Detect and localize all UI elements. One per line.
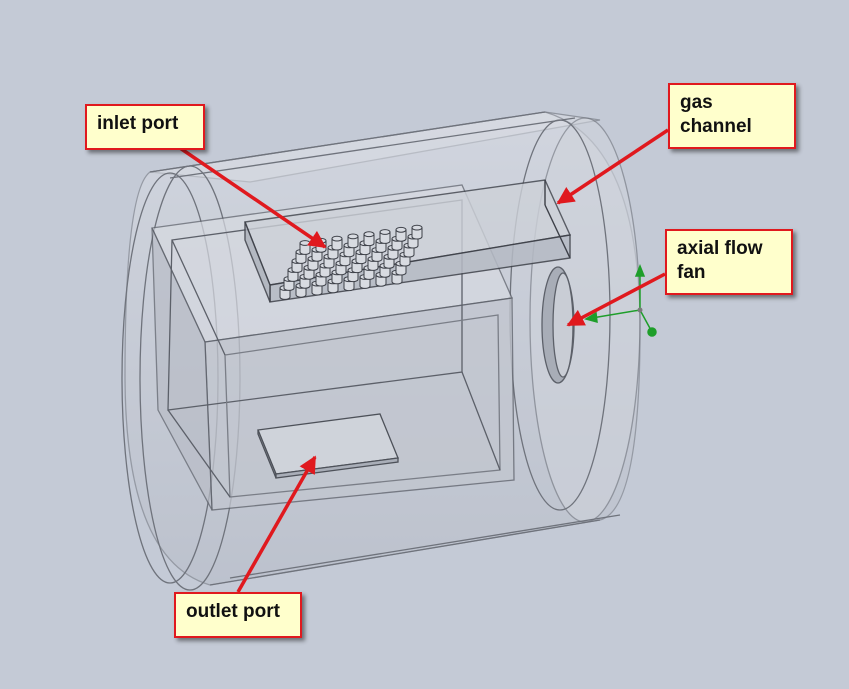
axial-fan-text-line2: fan xyxy=(677,262,706,283)
nozzle-cylinder xyxy=(359,277,371,289)
nozzle-cylinder xyxy=(403,245,415,258)
nozzle-cylinder xyxy=(363,268,375,280)
nozzle-cylinder-top xyxy=(347,233,359,240)
nozzle-cylinder xyxy=(347,236,359,249)
nozzle-cylinder xyxy=(303,267,315,280)
nozzle-cylinder xyxy=(311,283,323,296)
nozzle-cylinder-top xyxy=(395,226,407,233)
nozzle-cylinder xyxy=(355,252,367,265)
nozzle-cylinder xyxy=(367,259,379,271)
arrow-inlet-port xyxy=(179,146,327,249)
nozzle-cylinder xyxy=(391,272,403,285)
nozzle-cylinder xyxy=(295,252,307,264)
nozzle-cylinder xyxy=(319,265,331,278)
axial-fan-text-line1: axial flow xyxy=(677,238,763,259)
nozzle-cylinder xyxy=(391,238,403,251)
nozzle-cylinder xyxy=(383,256,395,269)
nozzle-cylinder xyxy=(339,254,351,267)
nozzle-cylinder xyxy=(395,229,407,242)
nozzle-cylinder xyxy=(287,270,299,282)
axial-fan-label: axial flow fan xyxy=(665,229,793,295)
nozzle-cylinder xyxy=(371,250,383,262)
nozzle-cylinder xyxy=(311,249,323,262)
nozzle-cylinder xyxy=(387,247,399,260)
nozzle-cylinder xyxy=(343,245,355,258)
gas-channel-text-line1: gas xyxy=(680,92,713,113)
nozzle-cylinder xyxy=(315,274,327,287)
outlet-port-label: outlet port xyxy=(174,592,302,638)
inlet-nozzle-array xyxy=(279,224,423,300)
nozzle-cylinder xyxy=(379,265,391,278)
gas-channel-label: gas channel xyxy=(668,83,796,149)
nozzle-cylinder xyxy=(327,247,339,260)
leader-arrows xyxy=(179,128,669,593)
outlet-port-text: outlet port xyxy=(186,601,280,622)
nozzle-cylinder xyxy=(375,241,387,253)
nozzle-cylinder xyxy=(379,232,391,244)
axial-fan-body xyxy=(541,266,575,384)
nozzle-cylinder-top xyxy=(411,224,423,231)
nozzle-cylinder xyxy=(395,263,407,276)
nozzle-cylinder xyxy=(347,270,359,283)
inlet-port-label: inlet port xyxy=(85,104,205,150)
nozzle-cylinder xyxy=(295,285,307,298)
arrow-outlet-port xyxy=(236,455,317,593)
nozzle-cylinder xyxy=(359,243,371,256)
arrow-gas-channel xyxy=(556,128,669,205)
nozzle-cylinder xyxy=(323,256,335,269)
nozzle-cylinder xyxy=(291,261,303,273)
nozzle-cylinder xyxy=(363,234,375,247)
nozzle-cylinder xyxy=(331,272,343,285)
nozzle-cylinder xyxy=(343,279,355,292)
nozzle-cylinder xyxy=(331,238,343,251)
axis-triad-icon xyxy=(584,263,657,337)
nozzle-cylinder xyxy=(335,263,347,276)
nozzle-cylinder xyxy=(411,227,423,240)
nozzle-cylinder xyxy=(375,274,387,287)
nozzle-cylinder xyxy=(327,281,339,294)
nozzle-cylinder xyxy=(279,288,291,300)
gas-channel-text-line2: channel xyxy=(680,116,752,137)
nozzle-cylinder-top xyxy=(363,231,375,238)
nozzle-cylinder xyxy=(407,236,419,249)
nozzle-cylinder-top xyxy=(331,235,343,242)
nozzle-cylinder xyxy=(299,276,311,289)
inlet-port-text: inlet port xyxy=(97,113,179,134)
nozzle-cylinder xyxy=(283,279,295,291)
nozzle-cylinder-top xyxy=(379,229,391,235)
nozzle-cylinder-top xyxy=(299,240,311,246)
nozzle-cylinder xyxy=(307,258,319,271)
arrow-axial-fan xyxy=(566,272,666,327)
nozzle-cylinder xyxy=(351,261,363,274)
nozzle-cylinder xyxy=(399,254,411,267)
